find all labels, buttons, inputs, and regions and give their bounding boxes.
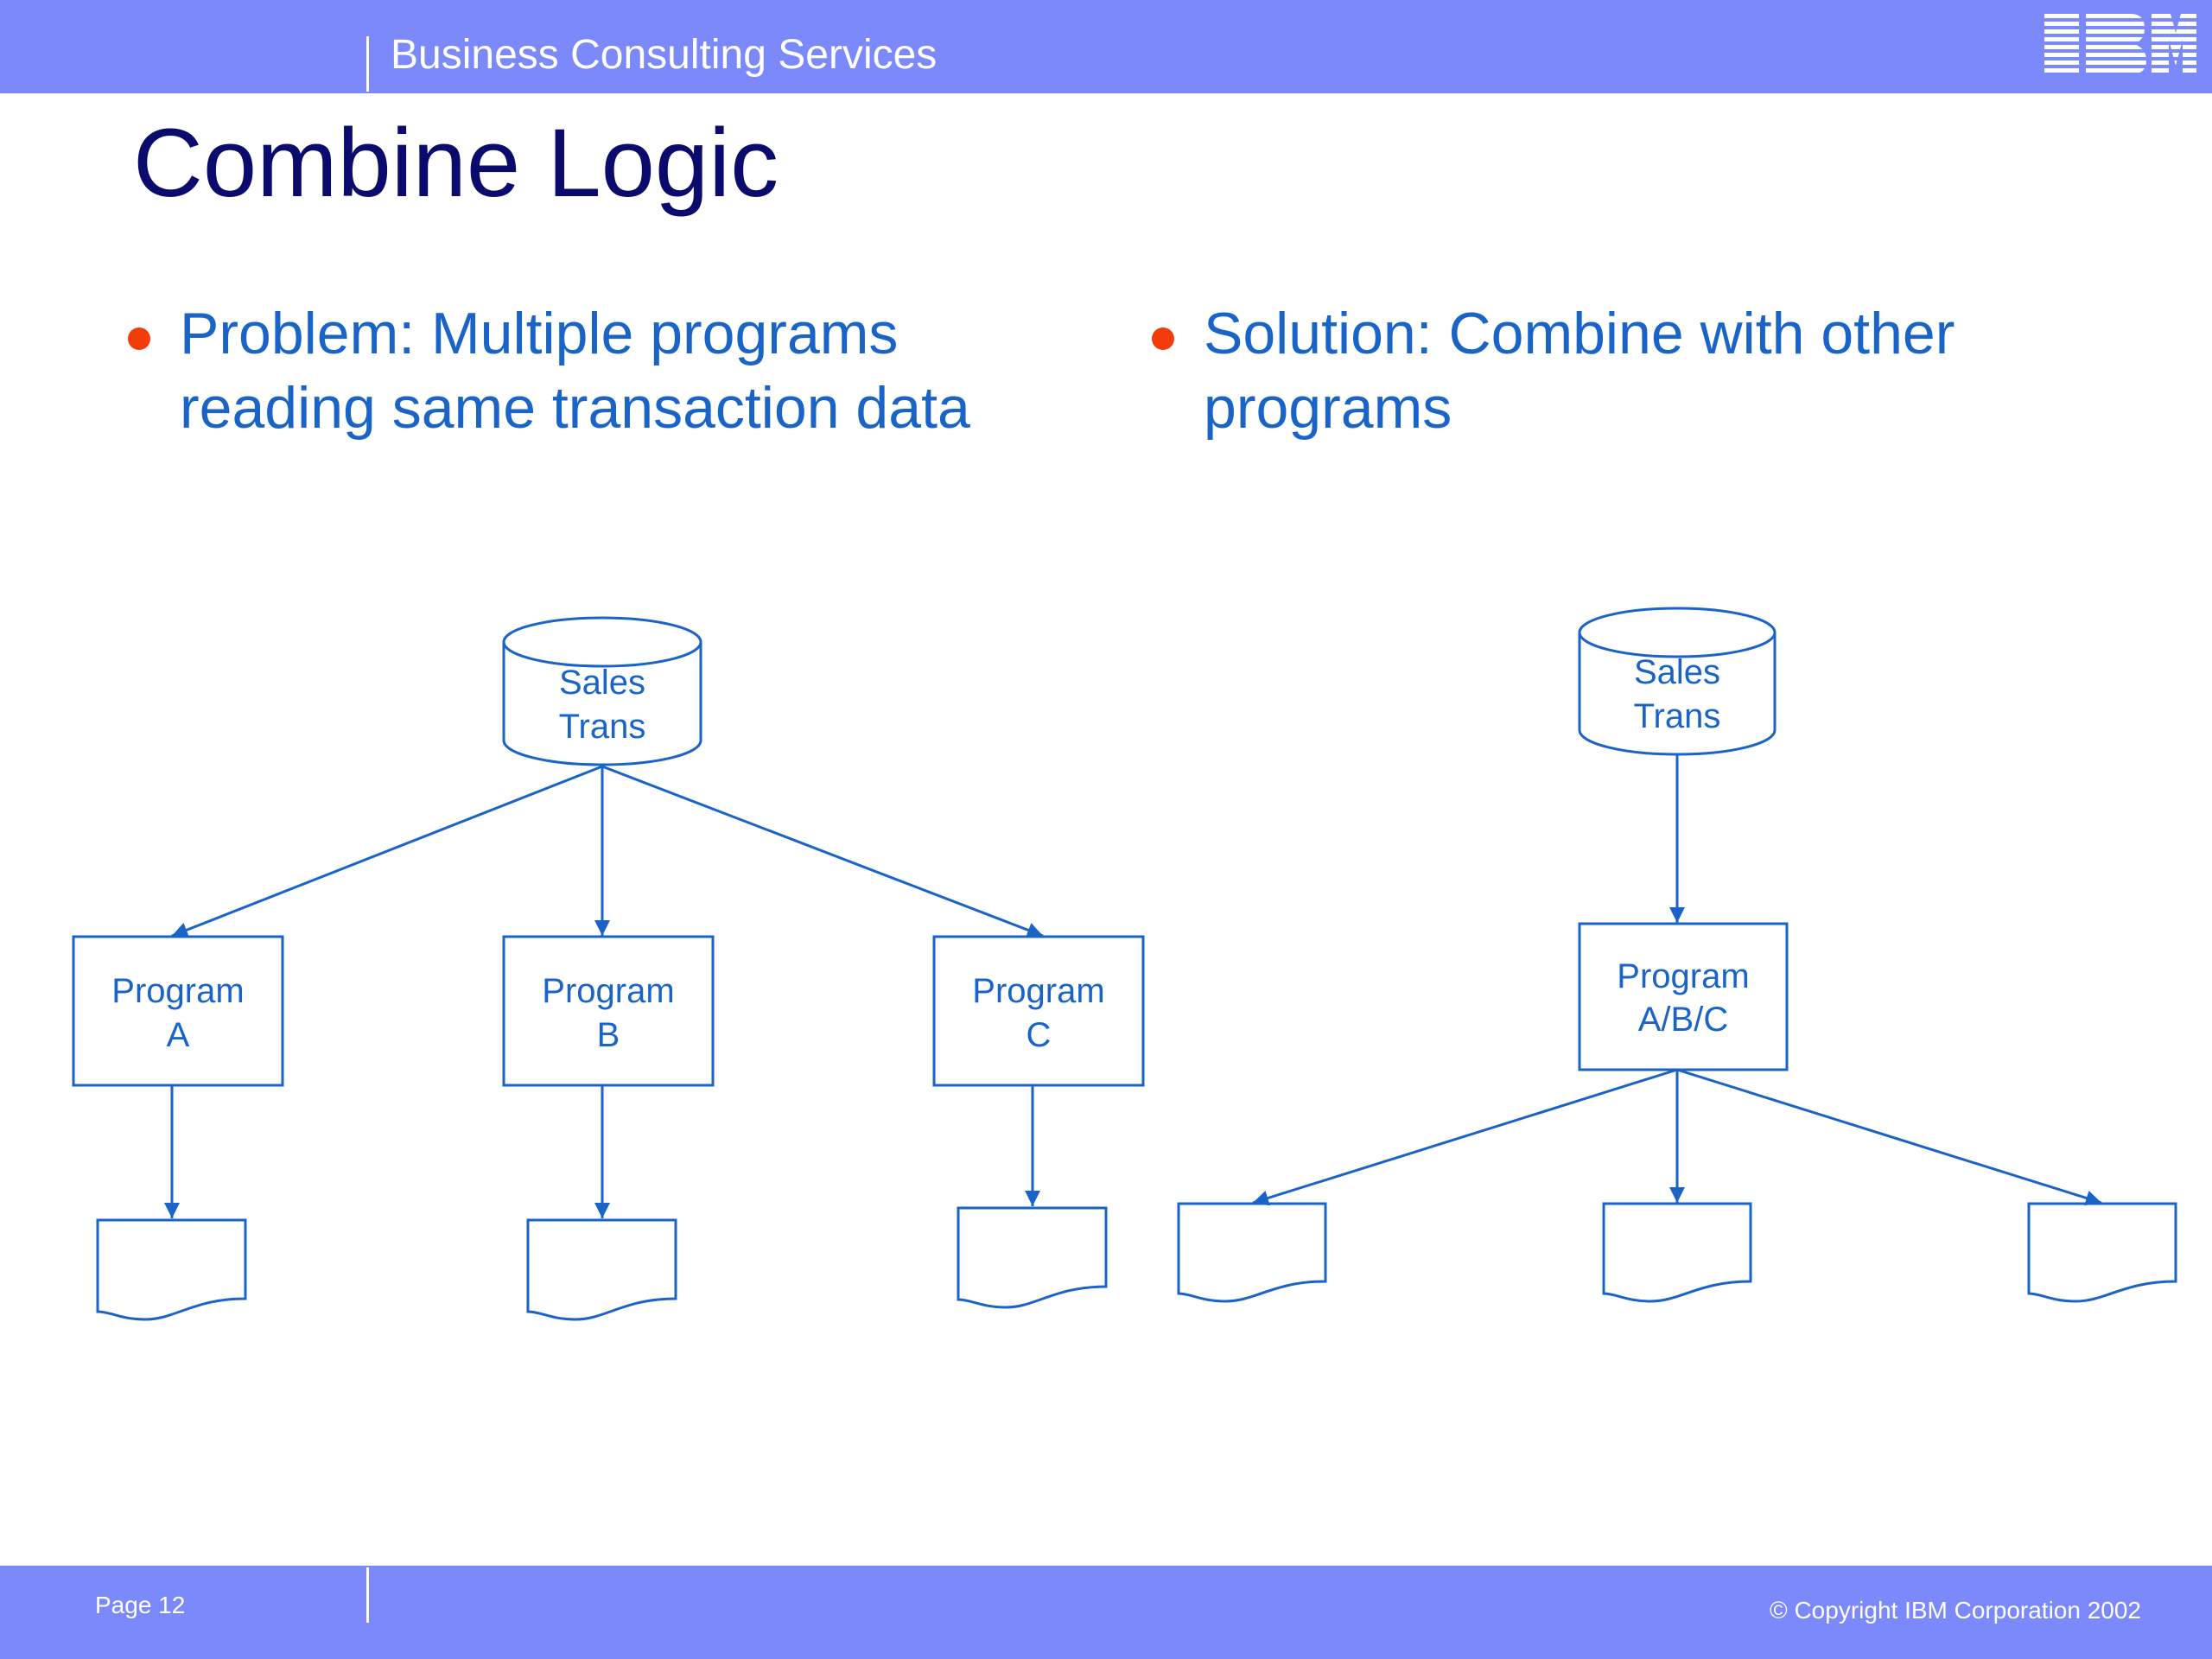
header-divider [366,36,369,92]
arrow-program-abc-to-report-3 [1676,1068,2102,1206]
report-a-doc [96,1218,247,1321]
program-abc-box [1578,922,1789,1071]
copyright: © Copyright IBM Corporation 2002 [1770,1597,2141,1624]
footer-bar: Page 12 © Copyright IBM Corporation 2002 [0,1566,2212,1659]
bullet-solution: Solution: Combine with other programs [1152,296,2154,445]
program-abc-label-2: A/B/C [1638,1001,1728,1039]
bullet-problem-text: Problem: Multiple programs reading same … [180,301,970,441]
problem-source-cylinder [502,616,702,766]
bullet-dot-icon [128,327,150,350]
solution-source-label-2: Trans [1634,697,1721,735]
program-a-label-1: Program [111,972,244,1010]
program-b-label-1: Program [542,972,674,1010]
bullet-problem: Problem: Multiple programs reading same … [128,296,1096,445]
report-1-doc [1177,1202,1327,1303]
footer-divider [366,1567,369,1623]
header-bar: Business Consulting Services [0,0,2212,93]
problem-source-label-2: Trans [559,708,646,746]
report-3-doc [2027,1202,2177,1303]
arrow-program-abc-to-report-1 [1252,1068,1678,1206]
program-b-label-2: B [597,1016,620,1054]
department-label: Business Consulting Services [391,32,938,78]
bullet-dot-icon [1152,327,1174,350]
arrow-source-to-program-a [171,765,603,938]
bullet-solution-text: Solution: Combine with other programs [1204,301,1955,441]
arrow-source-to-program-c [601,765,1044,938]
program-a-label-2: A [167,1016,190,1054]
program-c-box [932,935,1145,1087]
slide-title: Combine Logic [133,109,779,217]
page-number: Page 12 [95,1592,186,1618]
report-c-doc [957,1206,1108,1309]
ibm-logo [2044,14,2196,74]
report-2-doc [1602,1202,1752,1303]
program-a-box [72,935,284,1087]
program-c-label-1: Program [972,972,1104,1010]
program-abc-label-1: Program [1617,957,1749,995]
solution-source-label-1: Sales [1634,653,1720,691]
solution-source-cylinder [1578,607,1777,756]
program-b-box [502,935,715,1087]
report-b-doc [526,1218,677,1321]
program-c-label-2: C [1027,1016,1052,1054]
problem-source-label-1: Sales [559,664,645,702]
